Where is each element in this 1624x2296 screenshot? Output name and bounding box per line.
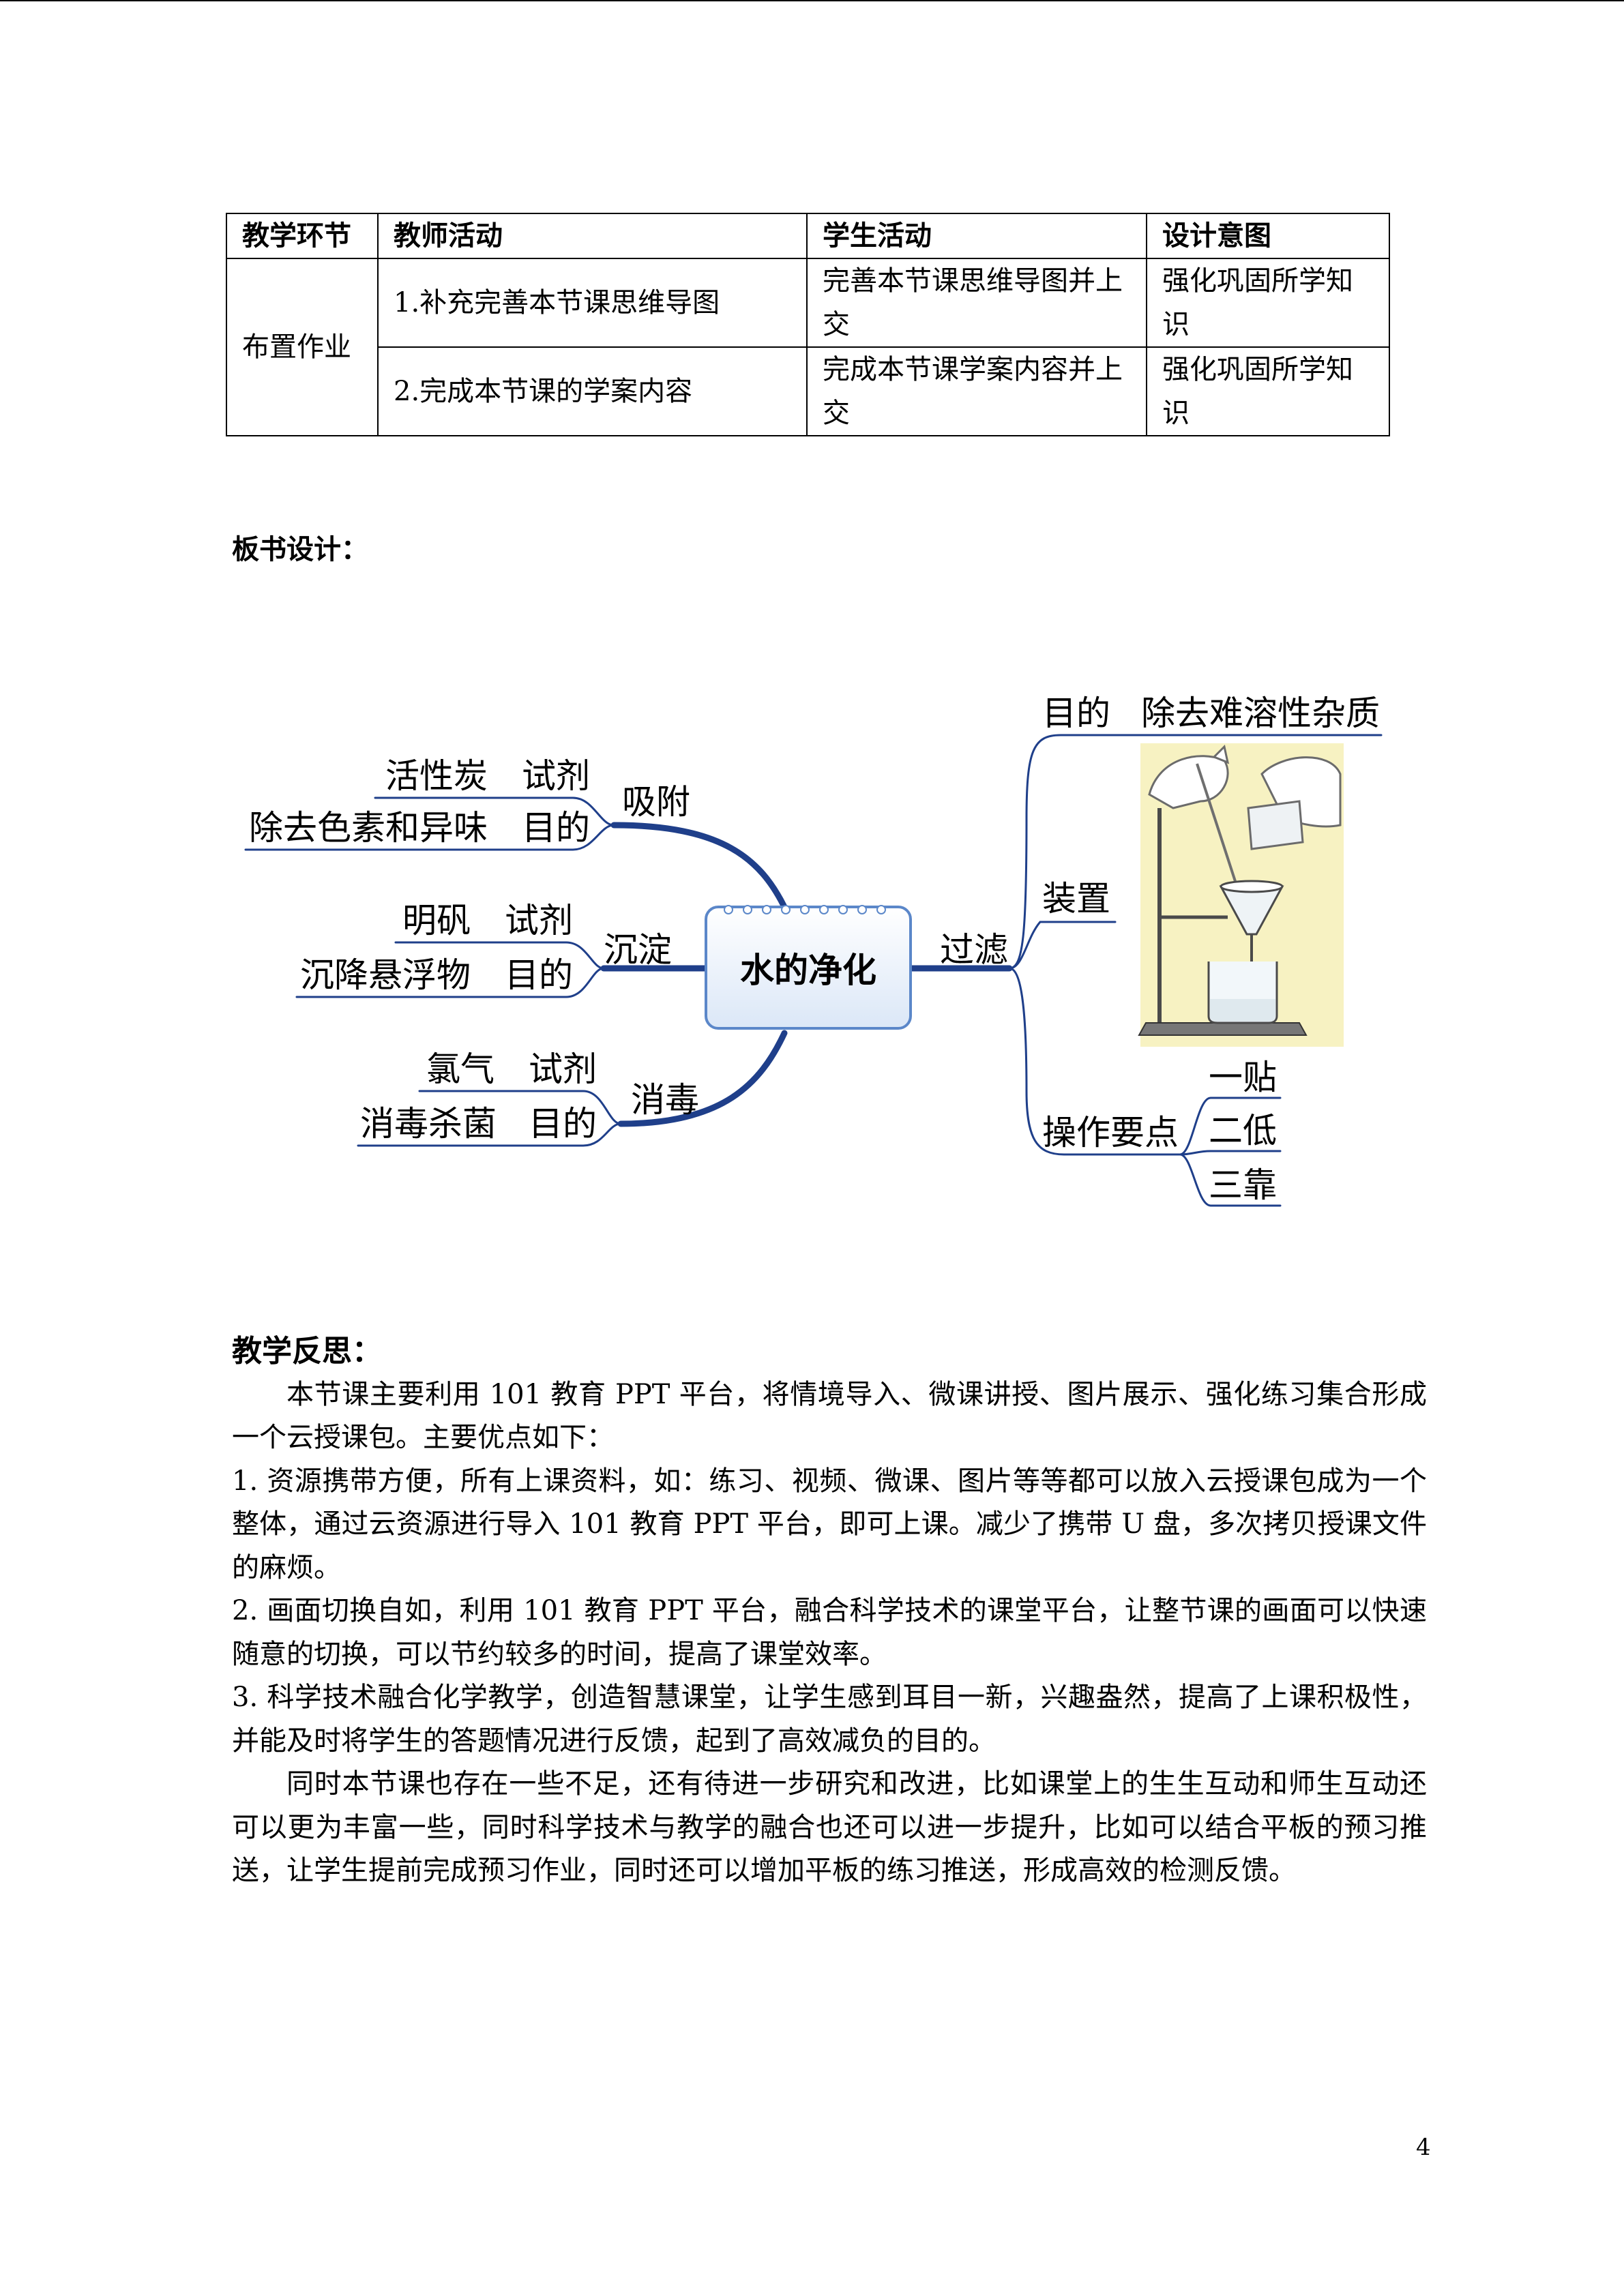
disinfection-reagent: 氯气 — [426, 1049, 494, 1089]
reflection-paragraph: 2. 画面切换自如，利用 101 教育 PPT 平台，融合科学技术的课堂平台，让… — [232, 1595, 1427, 1670]
branch-line — [1179, 1153, 1282, 1207]
disinfection-group: 消毒 试剂 氯气 目的 消毒杀菌 — [360, 1049, 699, 1144]
reflection-paragraph: 3. 科学技术融合化学教学，创造智慧课堂，让学生感到耳目一新，兴趣盎然，提高了上… — [232, 1682, 1427, 1757]
teacher-activity-cell: 2.完成本节课的学案内容 — [377, 346, 808, 436]
design-intent-cell: 强化巩固所学知识 — [1146, 258, 1390, 348]
branch-line — [1008, 967, 1181, 1156]
sedimentation-purpose-tag: 目的 — [505, 955, 573, 995]
key-point-item: 三靠 — [1209, 1165, 1277, 1205]
teaching-reflection: 教学反思： 本节课主要利用 101 教育 PPT 平台，将情境导入、微课讲授、图… — [232, 1330, 1427, 1893]
lesson-plan-table: 教学环节 教师活动 学生活动 设计意图 布置作业 1.补充完善本节课思维导图 完… — [226, 213, 1390, 436]
table-header-row: 教学环节 教师活动 学生活动 设计意图 — [226, 213, 1390, 259]
table-row: 2.完成本节课的学案内容 完成本节课学案内容并上交 强化巩固所学知识 — [226, 346, 1390, 436]
center-label: 水的净化 — [740, 951, 876, 990]
student-activity-cell: 完善本节课思维导图并上交 — [806, 258, 1147, 348]
branch-line — [357, 1122, 622, 1147]
branch-line — [1179, 1097, 1282, 1156]
reflection-paragraph: 本节课主要利用 101 教育 PPT 平台，将情境导入、微课讲授、图片展示、强化… — [232, 1378, 1427, 1454]
adsorption-group: 吸附 试剂 活性炭 目的 除去色素和异味 — [249, 756, 690, 848]
filtration-purpose-tag: 目的 — [1042, 694, 1110, 733]
filtration-group: 过滤 目的 除去难溶性杂质 装置 操作要点 一贴 二低 三靠 — [940, 694, 1380, 1205]
adsorption-purpose: 除去色素和异味 — [249, 808, 488, 848]
branch-line — [295, 967, 605, 998]
beaker — [1207, 961, 1278, 1024]
glass-rod — [1196, 763, 1243, 901]
branch-line — [394, 941, 605, 970]
sedimentation-purpose: 沉降悬浮物 — [300, 955, 471, 995]
branch-line — [1008, 734, 1383, 970]
disinfection-reagent-tag: 试剂 — [529, 1049, 597, 1089]
page-number: 4 — [1416, 2134, 1431, 2161]
funnel — [1219, 880, 1284, 982]
branch-disinfection — [617, 1030, 788, 1127]
disinfection-purpose: 消毒杀菌 — [360, 1104, 497, 1144]
key-point-item: 二低 — [1209, 1111, 1277, 1150]
key-point-item: 一贴 — [1209, 1058, 1277, 1097]
reflection-paragraph: 1. 资源携带方便，所有上课资料，如：练习、视频、微课、图片等等都可以放入云授课… — [232, 1465, 1427, 1583]
adsorption-purpose-tag: 目的 — [522, 808, 590, 848]
stage-cell: 布置作业 — [226, 258, 379, 436]
design-intent-cell: 强化巩固所学知识 — [1146, 346, 1390, 436]
branch-line — [418, 1090, 622, 1125]
header-design-intent: 设计意图 — [1146, 213, 1390, 259]
sedimentation-label: 沉淀 — [604, 930, 672, 970]
filtration-apparatus-illustration — [1138, 743, 1344, 1047]
board-design-heading: 板书设计： — [232, 533, 368, 565]
iron-stand — [1138, 808, 1308, 1036]
branch-line — [1008, 921, 1117, 970]
adsorption-reagent: 活性炭 — [385, 756, 488, 796]
page-top-rule — [0, 0, 1624, 1]
header-student-activity: 学生活动 — [806, 213, 1147, 259]
sedimentation-reagent-tag: 试剂 — [505, 901, 573, 940]
sedimentation-reagent: 明矾 — [402, 901, 471, 940]
disinfection-label: 消毒 — [631, 1080, 699, 1120]
filtration-key-points-label: 操作要点 — [1042, 1113, 1179, 1152]
header-teacher-activity: 教师活动 — [377, 213, 808, 259]
teacher-activity-cell: 1.补充完善本节课思维导图 — [377, 258, 808, 348]
disinfection-purpose-tag: 目的 — [529, 1104, 597, 1144]
filtration-purpose: 除去难溶性杂质 — [1141, 694, 1380, 733]
table-row: 布置作业 1.补充完善本节课思维导图 完善本节课思维导图并上交 强化巩固所学知识 — [226, 258, 1390, 436]
sedimentation-group: 沉淀 试剂 明矾 目的 沉降悬浮物 — [300, 901, 672, 995]
branch-line — [1179, 1150, 1282, 1156]
mindmap-center-node: 水的净化 — [705, 905, 912, 1030]
branch-line — [374, 796, 615, 826]
filtration-label: 过滤 — [940, 930, 1008, 970]
reflection-paragraph: 同时本节课也存在一些不足，还有待进一步研究和改进，比如课堂上的生生互动和师生互动… — [232, 1768, 1427, 1886]
reflection-heading: 教学反思： — [232, 1334, 382, 1369]
adsorption-label: 吸附 — [622, 782, 690, 822]
mindmap-branches — [244, 734, 1383, 1207]
filtration-apparatus-label: 装置 — [1042, 879, 1110, 919]
branch-adsorption — [610, 822, 788, 910]
adsorption-reagent-tag: 试剂 — [522, 756, 590, 796]
header-stage: 教学环节 — [226, 213, 379, 259]
binder-rings — [724, 905, 886, 914]
branch-line — [244, 824, 615, 851]
student-activity-cell: 完成本节课学案内容并上交 — [806, 346, 1147, 436]
